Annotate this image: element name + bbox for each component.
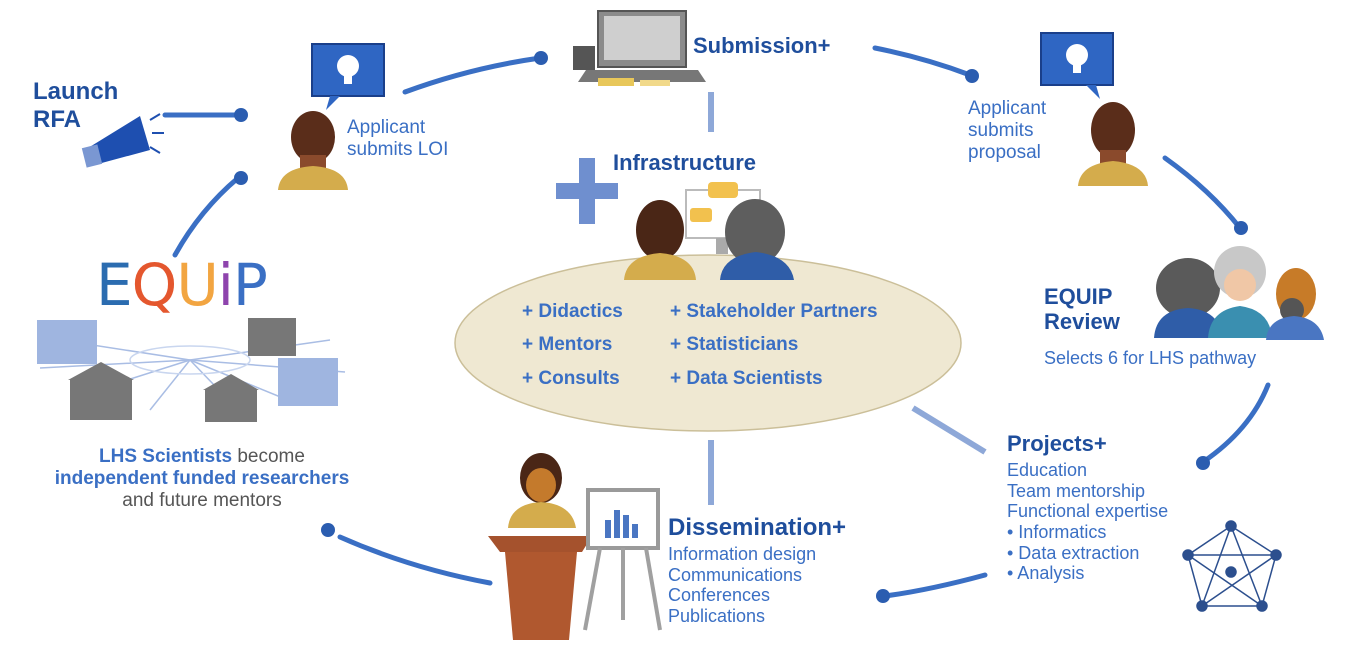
dot-submission	[534, 51, 548, 65]
projects-item: Education	[1007, 460, 1088, 480]
spoke-right	[911, 405, 987, 455]
connector-proposal-review	[1162, 155, 1243, 231]
lightbulb-icon	[311, 43, 385, 110]
infra-item: + Mentors	[522, 334, 613, 356]
projects-list: Education Team mentorship Functional exp…	[1007, 460, 1168, 584]
projects-bullet: • Analysis	[1007, 563, 1085, 584]
dissemination-item: Publications	[668, 606, 766, 627]
lightbulb-icon	[1040, 32, 1114, 99]
projects-bullet: • Informatics	[1007, 522, 1107, 543]
easel-chart-icon	[583, 488, 662, 631]
projects-item: Team mentorship	[1007, 480, 1146, 501]
proposal-line3: proposal	[968, 141, 1041, 163]
infra-item: + Didactics	[522, 301, 623, 322]
connector-dissemination-scientists	[337, 534, 493, 586]
loi-line2: submits LOI	[347, 138, 449, 160]
dissemination-list: Information design Communications Confer…	[668, 544, 816, 627]
review-line1: EQUIP	[1044, 284, 1113, 309]
logo-letter: P	[232, 251, 268, 319]
dot-review	[1234, 221, 1248, 235]
scientists-line2: independent funded researchers	[54, 467, 350, 489]
city-illustration	[37, 318, 346, 422]
dot-rfa	[234, 108, 248, 122]
dot-scientists	[321, 523, 335, 537]
dot-dissemination	[876, 589, 890, 603]
proposal-label: Applicant submits proposal	[968, 98, 1046, 164]
infra-item: + Consults	[522, 367, 620, 389]
scientists-line3: and future mentors	[122, 489, 282, 511]
logo-letter: i	[217, 251, 234, 319]
proposal-line2: submits	[968, 119, 1034, 141]
connector-projects-dissemination	[882, 572, 988, 599]
dot-projects	[1196, 456, 1210, 470]
staff-group-icon	[624, 182, 794, 280]
scientists-rest: become	[232, 446, 305, 467]
projects-item: Functional expertise	[1007, 501, 1169, 522]
big-plus-icon	[556, 158, 618, 224]
projects-title: Projects+	[1007, 431, 1107, 456]
infrastructure-ellipse	[454, 254, 962, 432]
network-icon	[1182, 520, 1282, 612]
dissemination-title: Dissemination+	[668, 514, 847, 541]
connector-review-projects	[1200, 382, 1271, 465]
cycle-connectors	[162, 45, 1271, 599]
launch-rfa-label: Launch RFA	[33, 78, 118, 133]
review-line2: Review	[1044, 309, 1120, 335]
dot-loi	[234, 171, 248, 185]
loi-line1: Applicant	[347, 117, 426, 138]
dissemination-item: Conferences	[668, 585, 771, 606]
center-spokes	[708, 92, 987, 505]
scientists-caption: LHS Scientists become independent funded…	[22, 446, 382, 512]
laptop-icon	[573, 10, 706, 86]
infra-item: + Stakeholder Partners	[670, 301, 878, 322]
logo-letter: Q	[131, 251, 178, 319]
scientists-bold: LHS Scientists	[99, 446, 233, 467]
dot-proposal	[965, 69, 979, 83]
review-title: EQUIP Review	[1044, 284, 1120, 335]
connector-loi-submission	[402, 55, 543, 95]
review-panel-icon	[1154, 246, 1324, 340]
loi-label: Applicant submits LOI	[347, 117, 448, 161]
infrastructure-list-left: + Didactics + Mentors + Consults	[522, 295, 623, 395]
dissemination-item: Information design	[668, 544, 817, 564]
megaphone-icon	[81, 113, 164, 168]
proposal-line1: Applicant	[968, 98, 1047, 119]
launch-line2: RFA	[33, 105, 81, 133]
projects-bullet: • Data extraction	[1007, 542, 1140, 563]
applicant-avatar	[1078, 102, 1148, 186]
dissemination-item: Communications	[668, 564, 803, 585]
connector-equip-loi	[172, 175, 241, 258]
infrastructure-list-right: + Stakeholder Partners + Statisticians +…	[670, 295, 878, 395]
infra-item: + Data Scientists	[670, 367, 823, 389]
logo-letter: U	[176, 251, 218, 319]
connector-submission-proposal	[872, 45, 973, 78]
launch-line1: Launch	[33, 78, 119, 105]
equip-logo: EQUiP	[96, 251, 268, 319]
infrastructure-title: Infrastructure	[613, 150, 757, 175]
applicant-avatar	[278, 111, 348, 190]
review-desc: Selects 6 for LHS pathway	[1044, 348, 1257, 368]
cycle-dots	[234, 51, 1248, 603]
infra-item: + Statisticians	[670, 334, 799, 356]
speaker-podium-icon	[488, 453, 592, 640]
submission-label: Submission+	[693, 33, 831, 58]
logo-letter: E	[96, 251, 133, 319]
